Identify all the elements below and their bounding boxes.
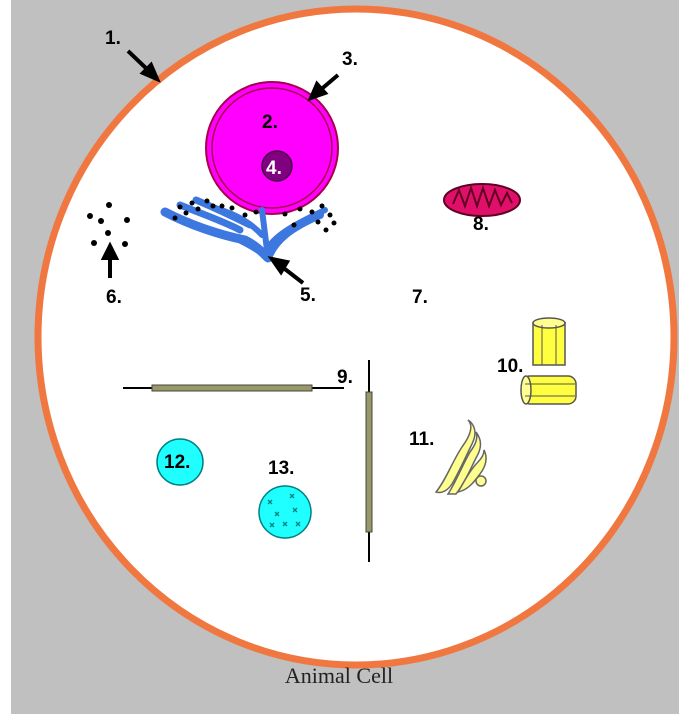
label-1: 1. [105, 28, 121, 49]
lysosome [259, 486, 311, 538]
cell-membrane [38, 9, 674, 665]
microtubule-horizontal [123, 385, 344, 391]
label-6: 6. [106, 287, 122, 308]
figure-caption: Animal Cell [285, 663, 393, 688]
nucleus [206, 82, 338, 214]
label-2: 2. [262, 112, 278, 133]
mitochondrion [444, 184, 520, 216]
centriole-vertical [533, 318, 565, 365]
label-10: 10. [497, 356, 523, 377]
label-8: 8. [473, 214, 489, 235]
label-3: 3. [342, 49, 358, 70]
label-4: 4. [266, 158, 282, 179]
label-13: 13. [268, 458, 294, 479]
centriole-horizontal [521, 376, 576, 404]
label-11: 11. [409, 429, 434, 450]
label-7: 7. [412, 287, 428, 308]
label-5: 5. [300, 285, 316, 306]
label-12: 12. [164, 452, 190, 473]
label-9: 9. [337, 367, 353, 388]
